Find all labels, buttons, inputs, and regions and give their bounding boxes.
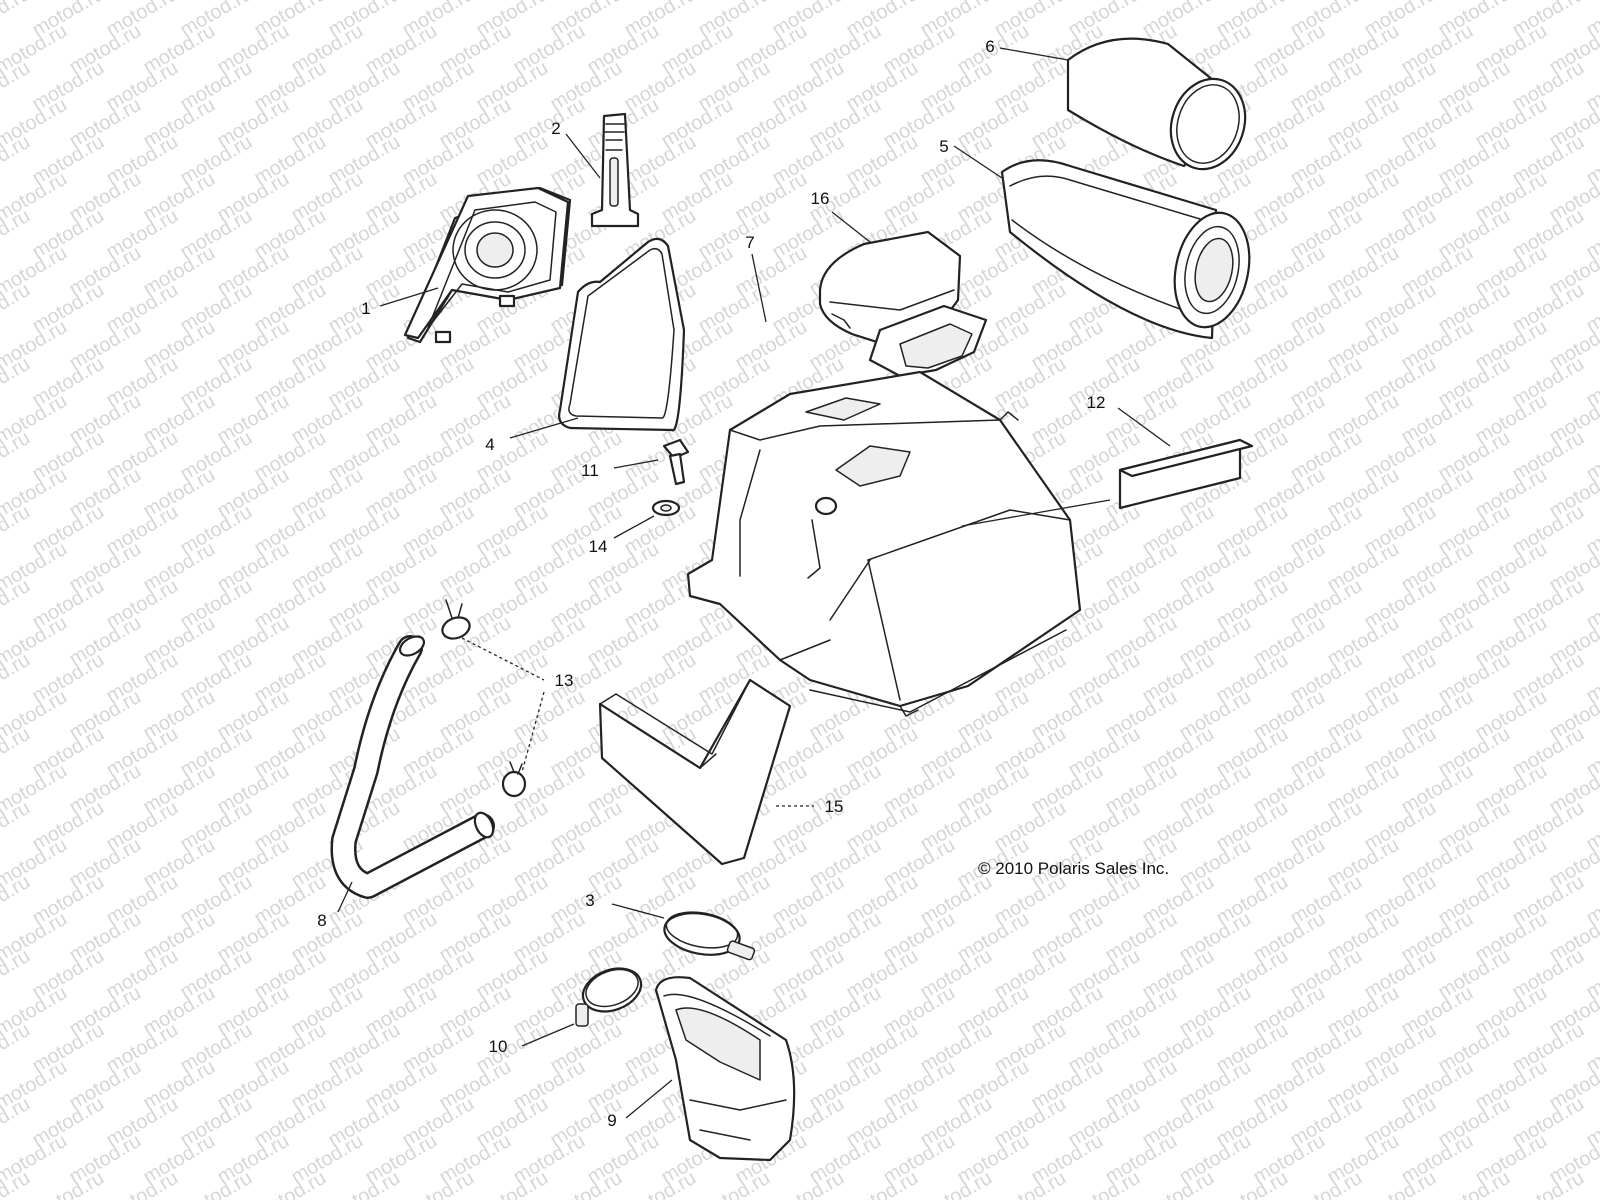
part-4-seal bbox=[558, 237, 686, 432]
callout-7: 7 bbox=[745, 233, 754, 252]
watermark-text: motod.ru bbox=[0, 0, 34, 41]
callout-16: 16 bbox=[811, 189, 830, 208]
part-6-filter-sleeve bbox=[1066, 37, 1247, 171]
callout-4: 4 bbox=[485, 435, 494, 454]
part-11-bolt bbox=[662, 438, 690, 486]
part-7-airbox-base bbox=[686, 370, 1082, 717]
callout-11: 11 bbox=[581, 461, 599, 480]
callout-12: 12 bbox=[1087, 393, 1106, 412]
callout-numbers: 1 2 6 5 16 7 12 4 11 14 13 15 8 3 10 9 bbox=[317, 37, 1105, 1130]
part-8-hose bbox=[330, 635, 495, 899]
leader-lines bbox=[337, 47, 1171, 1119]
part-10-band-clamp bbox=[575, 967, 643, 1027]
part-1-airbox-cover bbox=[403, 186, 572, 344]
part-3-band-clamp bbox=[663, 911, 756, 961]
callout-1: 1 bbox=[361, 299, 370, 318]
part-16-intake-duct bbox=[818, 230, 988, 378]
callout-15: 15 bbox=[825, 797, 844, 816]
callout-6: 6 bbox=[985, 37, 994, 56]
callout-9: 9 bbox=[607, 1111, 616, 1130]
part-14-washer bbox=[651, 499, 681, 517]
part-13-hose-clamps bbox=[441, 599, 527, 798]
callout-2: 2 bbox=[551, 119, 560, 138]
callout-14: 14 bbox=[589, 537, 608, 556]
callout-3: 3 bbox=[585, 891, 594, 910]
callout-13: 13 bbox=[555, 671, 574, 690]
part-15-foam-seal bbox=[598, 678, 792, 866]
part-2-strap bbox=[590, 112, 640, 228]
copyright-notice: © 2010 Polaris Sales Inc. bbox=[978, 859, 1169, 878]
part-5-air-filter bbox=[1000, 159, 1251, 340]
callout-8: 8 bbox=[317, 911, 326, 930]
callout-10: 10 bbox=[489, 1037, 508, 1056]
callout-5: 5 bbox=[939, 137, 948, 156]
part-9-inlet-boot bbox=[654, 976, 796, 1162]
part-12-foam-block bbox=[1118, 438, 1254, 510]
